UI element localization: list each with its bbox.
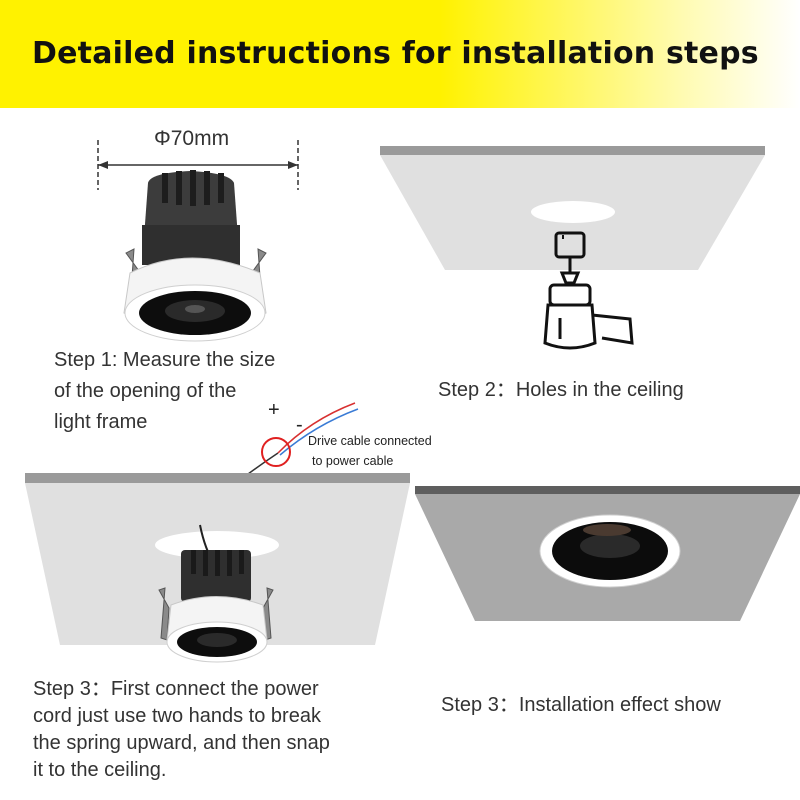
step3-caption-line-4: it to the ceiling. [33, 759, 167, 781]
connection-circle [261, 437, 291, 467]
ceiling-edge [415, 486, 800, 494]
step2-illustration [380, 143, 770, 358]
minus-sign: - [296, 414, 303, 436]
step3-caption-line-1: Step 3：First connect the power [33, 678, 319, 700]
wiring-note-line-2: to power cable [312, 454, 394, 468]
negative-wire [279, 408, 359, 456]
step3-caption-line-3: the spring upward, and then snap [33, 732, 330, 754]
step3-illustration [25, 470, 415, 670]
wiring-note-line-1: Drive cable connected [308, 434, 432, 448]
dimension-label: Φ70mm [154, 127, 230, 150]
step4-illustration [415, 486, 800, 626]
ceiling-edge [380, 146, 765, 155]
step3-caption-line-2: cord just use two hands to break [33, 705, 321, 727]
ceiling-edge [25, 473, 410, 483]
step1-caption-line-1: Step 1: Measure the size [54, 349, 276, 371]
ceiling-hole [531, 201, 615, 223]
header-banner: Detailed instructions for installation s… [0, 0, 800, 108]
plus-sign: + [268, 399, 280, 421]
step2-caption: Step 2：Holes in the ceiling [438, 379, 684, 401]
step1-illustration: Φ70mm [90, 125, 310, 345]
positive-wire [277, 402, 356, 454]
step4-caption: Step 3：Installation effect show [441, 694, 721, 716]
page-title: Detailed instructions for installation s… [32, 36, 759, 71]
step1-caption-line-2: of the opening of the [54, 380, 237, 402]
step1-caption-line-3: light frame [54, 411, 148, 433]
